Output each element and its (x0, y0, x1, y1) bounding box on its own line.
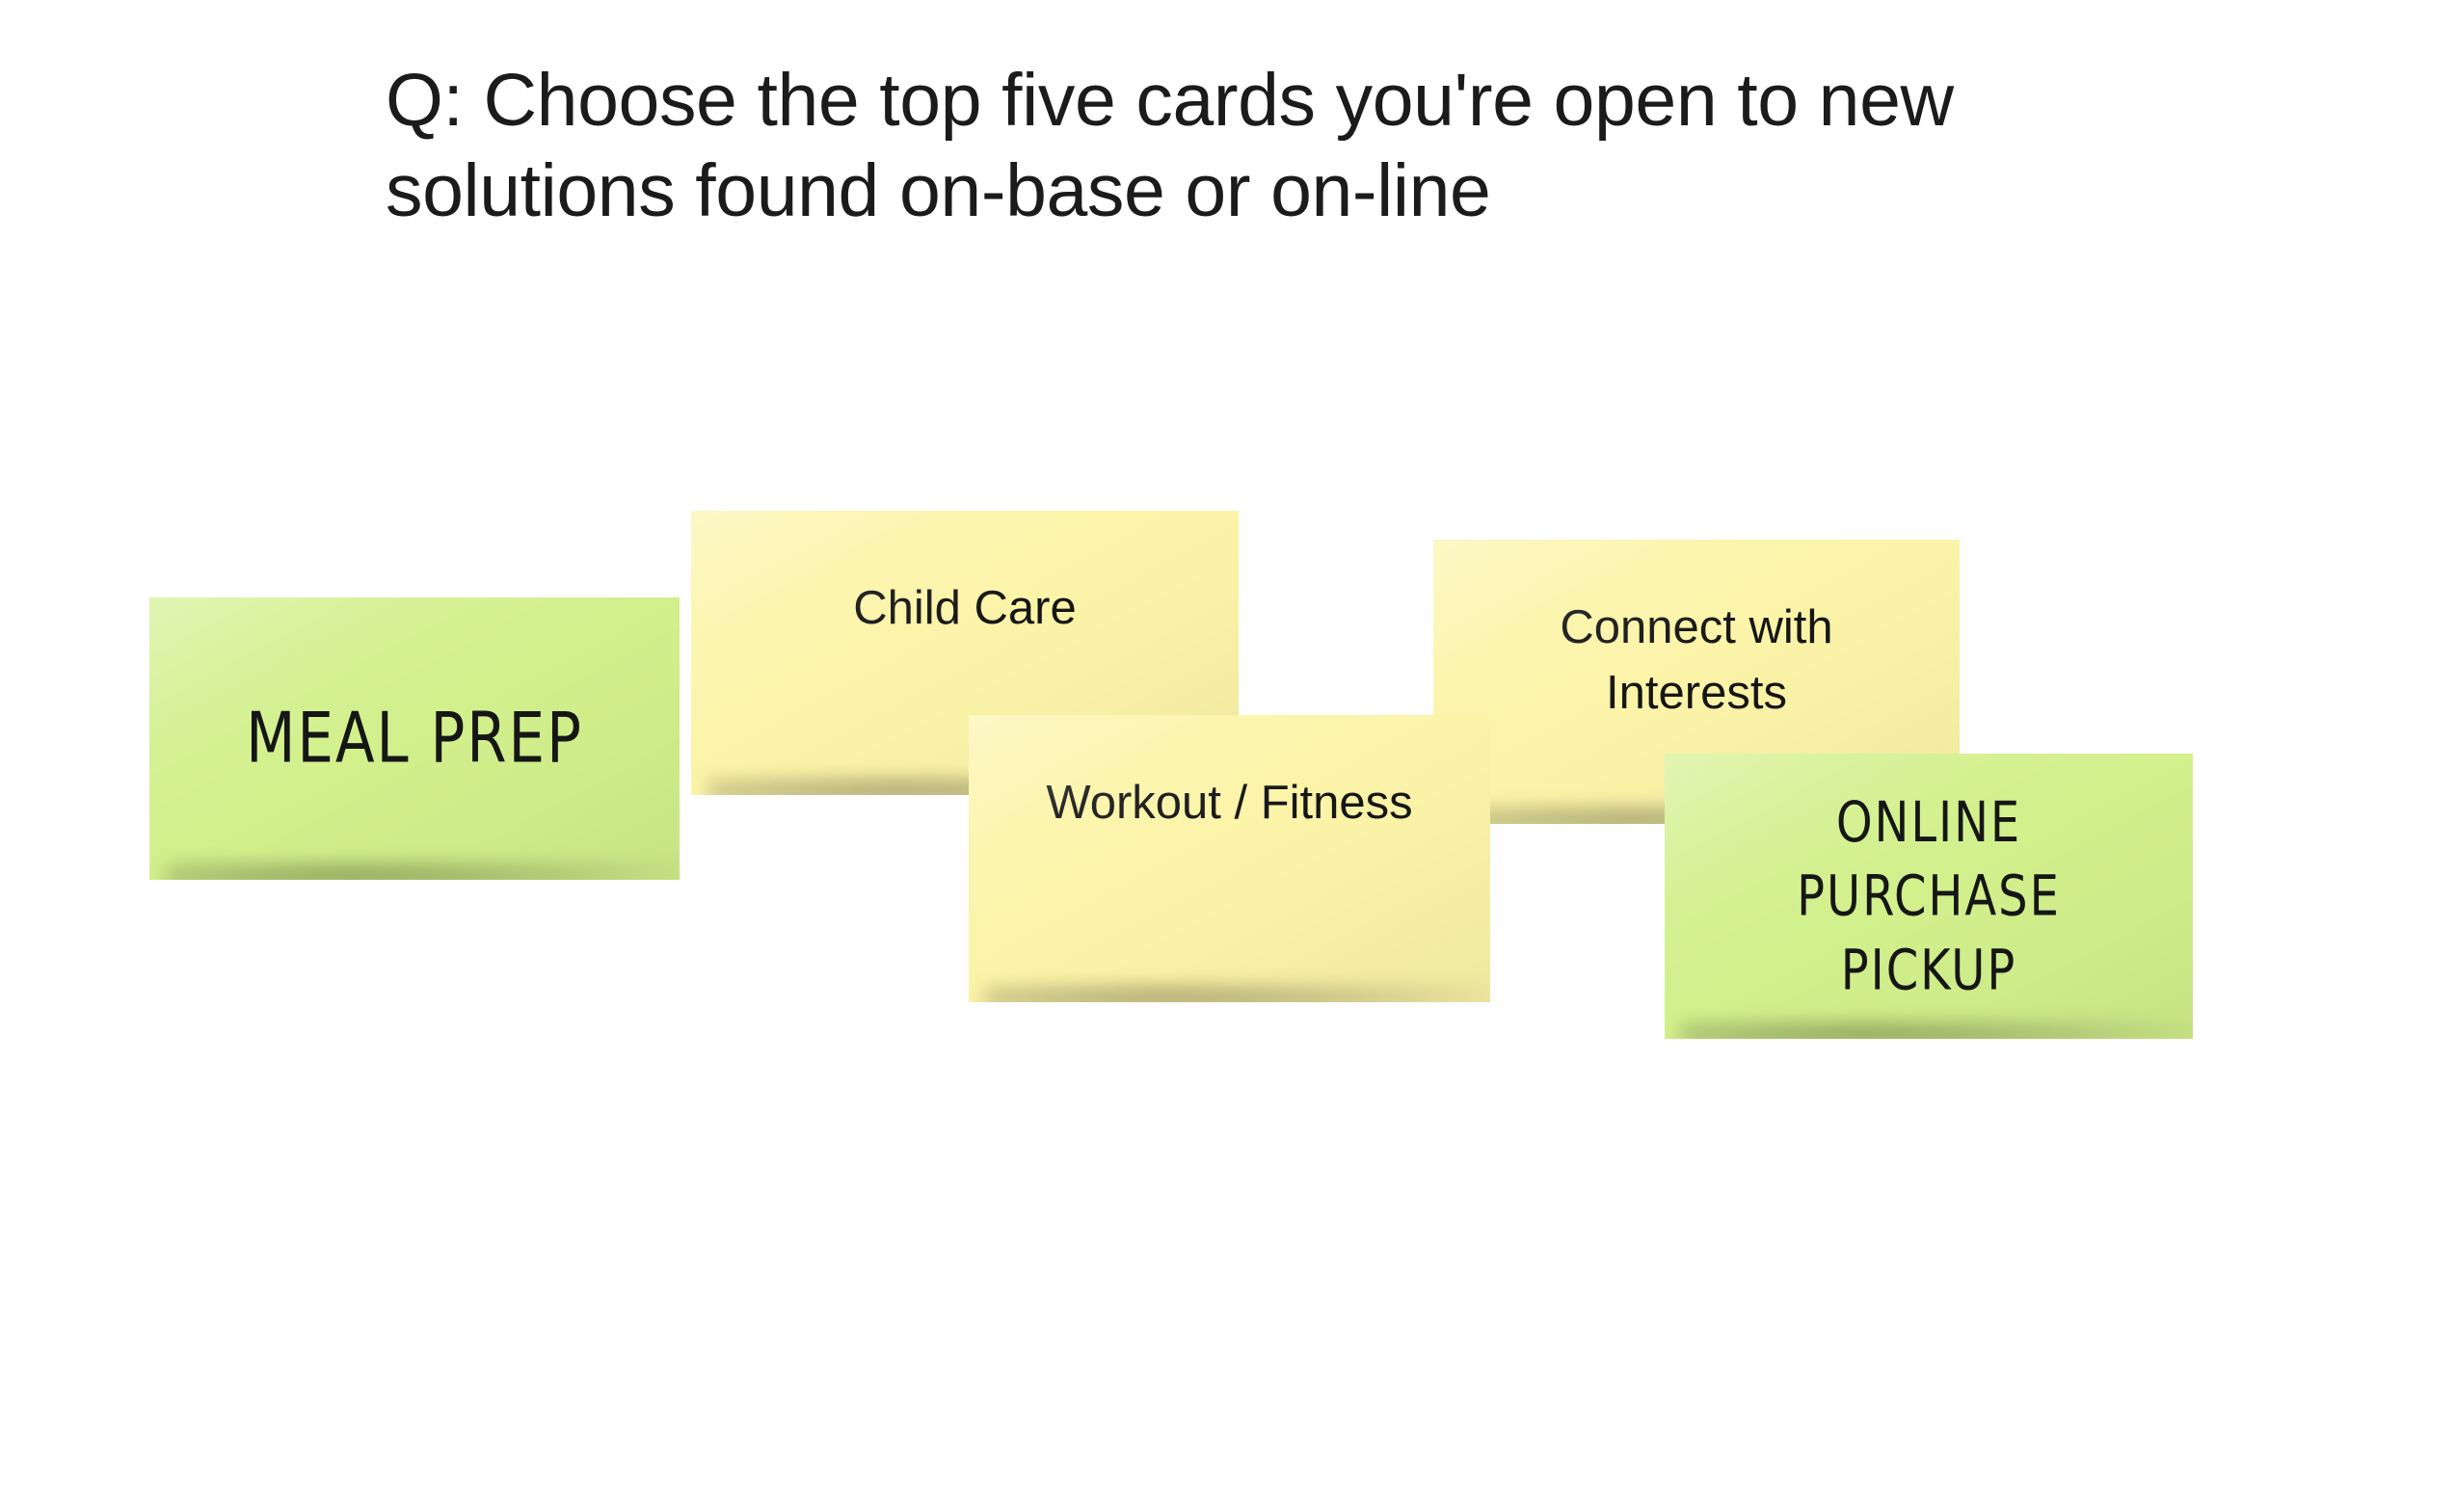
sticky-note-label: Connect with Interests (1560, 601, 1833, 719)
sticky-note-meal-prep[interactable]: MEAL PREP (149, 597, 680, 880)
page-title: Q: Choose the top five cards you're open… (386, 59, 1954, 232)
sticky-note-label: Child Care (853, 582, 1077, 634)
sticky-note-online-purchase-pickup[interactable]: ONLINE PURCHASE PICKUP (1665, 754, 2193, 1039)
sticky-note-label: Workout / Fitness (1046, 777, 1413, 829)
sticky-note-label: ONLINE PURCHASE PICKUP (1797, 789, 2061, 1003)
sticky-note-workout-fitness[interactable]: Workout / Fitness (969, 715, 1490, 1002)
sticky-note-child-care[interactable]: Child Care (691, 511, 1239, 795)
sticky-note-label: MEAL PREP (246, 697, 583, 779)
